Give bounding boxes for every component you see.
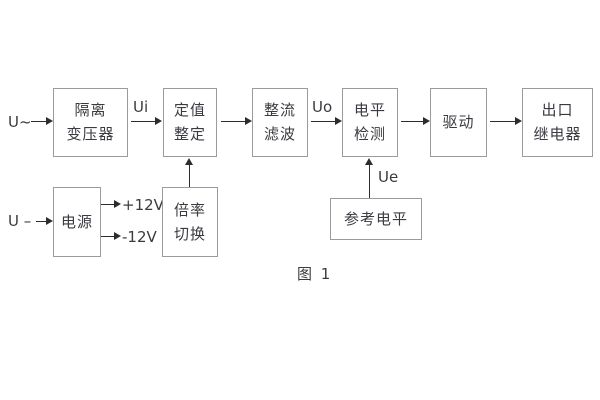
arrow-minus-12v [101,232,121,241]
block-label: 切换 [173,224,206,243]
arrow-dc-input [36,217,53,226]
block-label: 电平 [353,101,386,119]
block-label: 滤波 [263,125,296,143]
arrow-level-to-driver [401,117,430,126]
block-label: 驱动 [442,113,475,131]
block-level-detector: 电平 检测 [342,88,398,157]
block-reference-level: 参考电平 [330,198,422,240]
block-label: 电源 [60,212,93,231]
block-label: 定值 [173,101,206,119]
arrow-transformer-to-setpoint [131,117,162,126]
block-label: 参考电平 [343,209,408,228]
figure-caption: 图 1 [297,265,333,283]
block-label: 整流 [263,101,296,119]
signal-ue-label: Ue [378,168,399,186]
signal-uo-label: Uo [312,98,333,116]
block-isolation-transformer: 隔离 变压器 [53,88,128,157]
block-label: 隔离 [74,101,107,119]
dc-input-label: U – [8,212,32,230]
block-power-supply: 电源 [53,187,101,257]
plus-12v-label: +12V [122,196,164,214]
block-label: 变压器 [66,125,115,143]
ac-input-label: U~ [8,113,32,131]
block-rectifier-filter: 整流 滤波 [252,88,308,157]
arrow-driver-to-relay [490,117,522,126]
arrow-reference-to-level [365,158,374,198]
block-ratio-switch: 倍率 切换 [162,187,218,257]
arrow-rectifier-to-level [311,117,342,126]
arrow-ratio-to-setpoint [185,158,194,187]
arrow-plus-12v [101,200,121,209]
block-label: 出口 [541,101,574,119]
block-driver: 驱动 [430,88,487,157]
block-label: 整定 [173,125,206,143]
block-label: 检测 [353,125,386,143]
block-setpoint-adjust: 定值 整定 [163,88,217,157]
arrow-ac-input [31,117,53,126]
signal-ui-label: Ui [133,98,149,116]
arrow-setpoint-to-rectifier [221,117,252,126]
block-output-relay: 出口 继电器 [522,88,593,157]
block-label: 倍率 [173,200,206,219]
block-label: 继电器 [533,125,582,143]
minus-12v-label: -12V [122,228,157,246]
